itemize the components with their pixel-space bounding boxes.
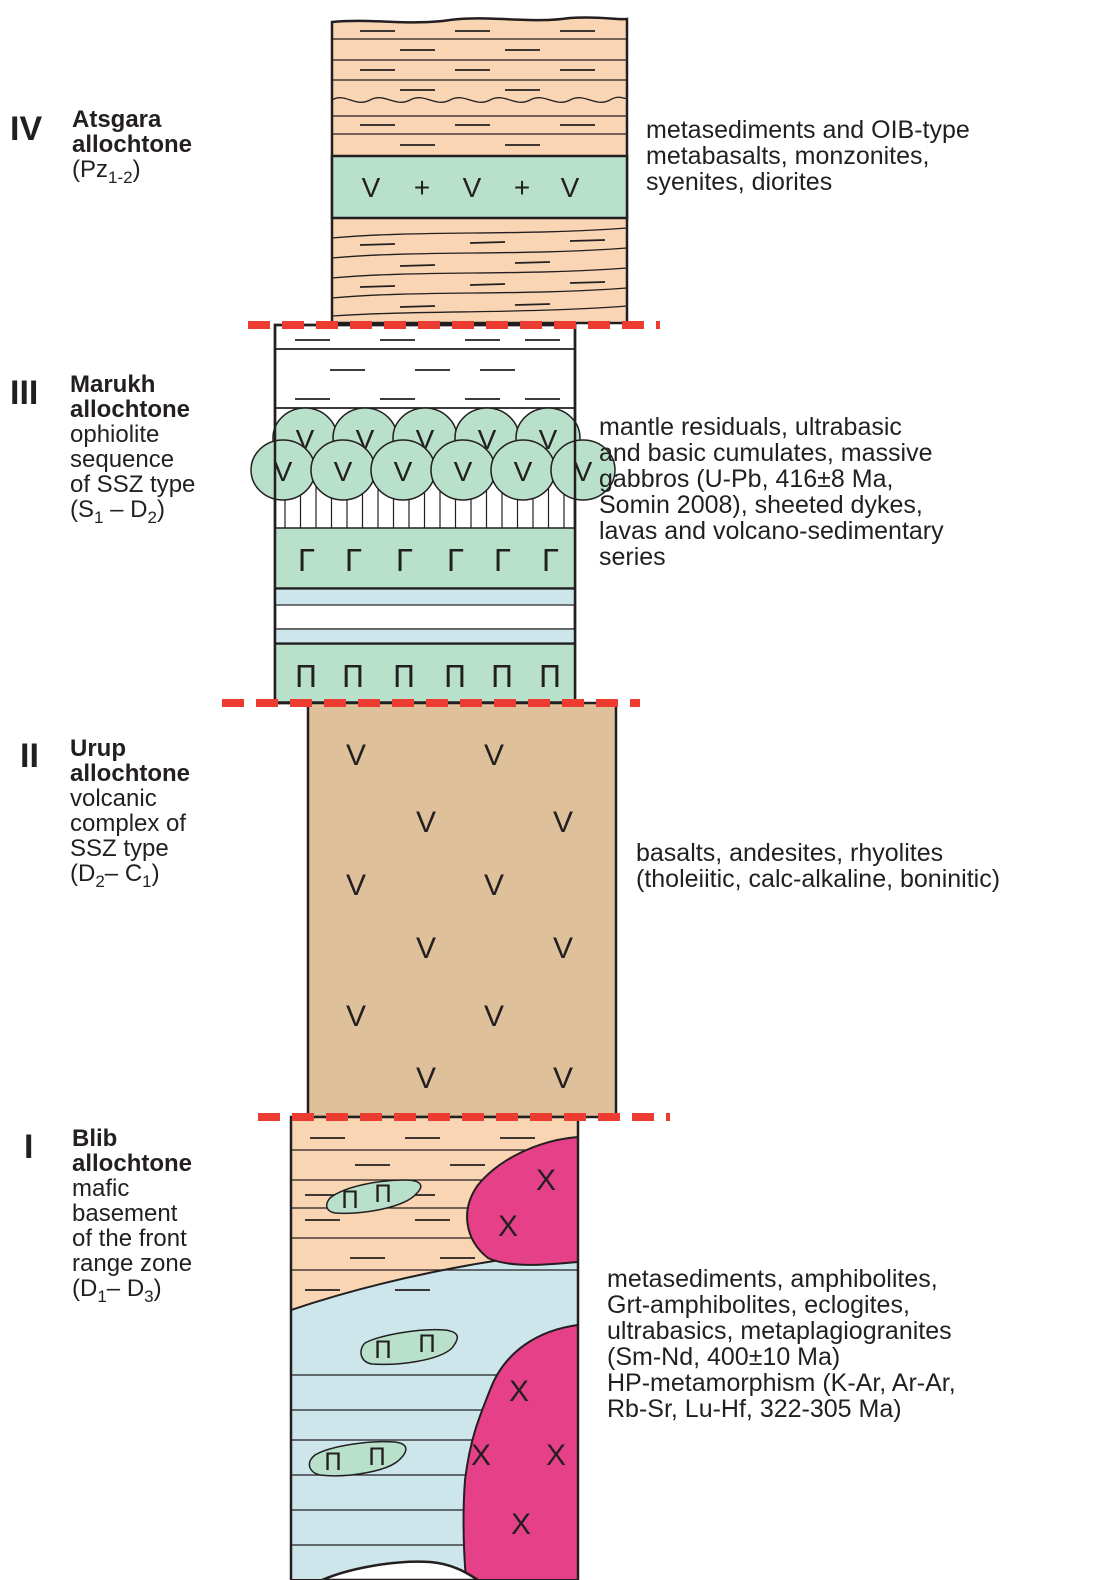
unit-iv-column: V + V + V: [332, 17, 627, 323]
volcanic-symbol: V: [553, 932, 573, 965]
unit-iii-dyke-band: [275, 644, 575, 702]
volcanic-symbol: V: [561, 172, 580, 203]
dyke-symbol: Π: [374, 1180, 392, 1208]
unit-iii-name-line-2: allochtone: [70, 397, 195, 422]
granite-symbol: X: [509, 1375, 529, 1408]
unit-ii-age: (D2– C1): [70, 861, 190, 886]
volcanic-symbol: V: [274, 456, 293, 487]
unit-iii-blue-strip-1: [275, 589, 575, 605]
unit-i-label: Blib allochtone mafic basement of the fr…: [72, 1126, 192, 1301]
unit-ii-column: V V V V V V V V V V V V: [308, 703, 616, 1117]
unit-iv-label: Atsgara allochtone (Pz1-2): [72, 107, 192, 182]
unit-ii-detail-line-3: SSZ type: [70, 836, 190, 861]
unit-iv-name-line-1: Atsgara: [72, 107, 192, 132]
unit-iii-detail-line-3: of SSZ type: [70, 472, 195, 497]
unit-iii-detail-line-2: sequence: [70, 447, 195, 472]
volcanic-symbol: V: [463, 172, 482, 203]
unit-iii-age: (S1 – D2): [70, 497, 195, 522]
granite-symbol: X: [511, 1508, 531, 1541]
unit-iv-age: (Pz1-2): [72, 157, 192, 182]
unit-i-detail-line-2: basement: [72, 1201, 192, 1226]
unit-i-name-line-2: allochtone: [72, 1151, 192, 1176]
unit-i-name-line-1: Blib: [72, 1126, 192, 1151]
gabbro-symbol: Γ: [298, 544, 315, 579]
volcanic-symbol: V: [416, 1062, 436, 1095]
gabbro-symbol: Γ: [447, 544, 464, 579]
plus-symbol: +: [514, 172, 530, 203]
volcanic-symbol: V: [362, 172, 381, 203]
volcanic-symbol: V: [394, 456, 413, 487]
dyke-symbol: Π: [418, 1330, 436, 1358]
volcanic-symbol: V: [553, 806, 573, 839]
unit-i-detail-line-3: of the front: [72, 1226, 192, 1251]
unit-i-detail-line-1: mafic: [72, 1176, 192, 1201]
dyke-symbol: Π: [539, 660, 562, 695]
dyke-symbol: Π: [374, 1336, 392, 1364]
volcanic-symbol: V: [346, 739, 366, 772]
volcanic-symbol: V: [416, 806, 436, 839]
unit-ii-description: basalts, andesites, rhyolites (tholeiiti…: [636, 840, 1000, 892]
gabbro-symbol: Γ: [396, 544, 413, 579]
unit-i-column: Π Π Π Π Π Π X X X X X X: [291, 1117, 578, 1580]
granite-symbol: X: [498, 1210, 518, 1243]
unit-iv-description: metasediments and OIB-type metabasalts, …: [646, 117, 970, 195]
dyke-symbol: Π: [324, 1448, 342, 1476]
dyke-symbol: Π: [295, 660, 318, 695]
volcanic-symbol: V: [484, 739, 504, 772]
granite-symbol: X: [471, 1439, 491, 1472]
unit-iv-numeral: IV: [10, 112, 42, 146]
unit-ii-name-line-1: Urup: [70, 736, 190, 761]
unit-ii-numeral: II: [20, 739, 39, 773]
dyke-symbol: Π: [444, 660, 467, 695]
unit-iii-description: mantle residuals, ultrabasic and basic c…: [599, 414, 944, 570]
plus-symbol: +: [414, 172, 430, 203]
volcanic-symbol: V: [553, 1062, 573, 1095]
unit-ii-label: Urup allochtone volcanic complex of SSZ …: [70, 736, 190, 886]
volcanic-symbol: V: [346, 1000, 366, 1033]
dyke-symbol: Π: [368, 1443, 386, 1471]
volcanic-symbol: V: [346, 869, 366, 902]
unit-i-detail-line-4: range zone: [72, 1251, 192, 1276]
unit-ii-name-line-2: allochtone: [70, 761, 190, 786]
unit-iii-gabbro-band: [275, 528, 575, 588]
gabbro-symbol: Γ: [494, 544, 511, 579]
unit-iii-numeral: III: [10, 376, 38, 410]
volcanic-symbol: V: [454, 456, 473, 487]
unit-i-age: (D1– D3): [72, 1276, 192, 1301]
unit-iii-label: Marukh allochtone ophiolite sequence of …: [70, 372, 195, 522]
volcanic-symbol: V: [574, 456, 593, 487]
gabbro-symbol: Γ: [542, 544, 559, 579]
unit-iii-blue-strip-2: [275, 629, 575, 643]
volcanic-symbol: V: [484, 1000, 504, 1033]
volcanic-symbol: V: [514, 456, 533, 487]
unit-i-numeral: I: [24, 1130, 33, 1164]
granite-symbol: X: [536, 1164, 556, 1197]
dyke-symbol: Π: [341, 1186, 359, 1214]
volcanic-symbol: V: [484, 869, 504, 902]
unit-ii-detail-line-2: complex of: [70, 811, 190, 836]
dyke-symbol: Π: [342, 660, 365, 695]
unit-iv-name-line-2: allochtone: [72, 132, 192, 157]
volcanic-symbol: V: [416, 932, 436, 965]
volcanic-symbol: V: [334, 456, 353, 487]
unit-ii-detail-line-1: volcanic: [70, 786, 190, 811]
unit-iii-detail-line-1: ophiolite: [70, 422, 195, 447]
granite-symbol: X: [546, 1439, 566, 1472]
unit-i-description: metasediments, amphibolites, Grt-amphibo…: [607, 1266, 956, 1422]
dyke-symbol: Π: [393, 660, 416, 695]
unit-iii-name-line-1: Marukh: [70, 372, 195, 397]
dyke-symbol: Π: [491, 660, 514, 695]
gabbro-symbol: Γ: [345, 544, 362, 579]
